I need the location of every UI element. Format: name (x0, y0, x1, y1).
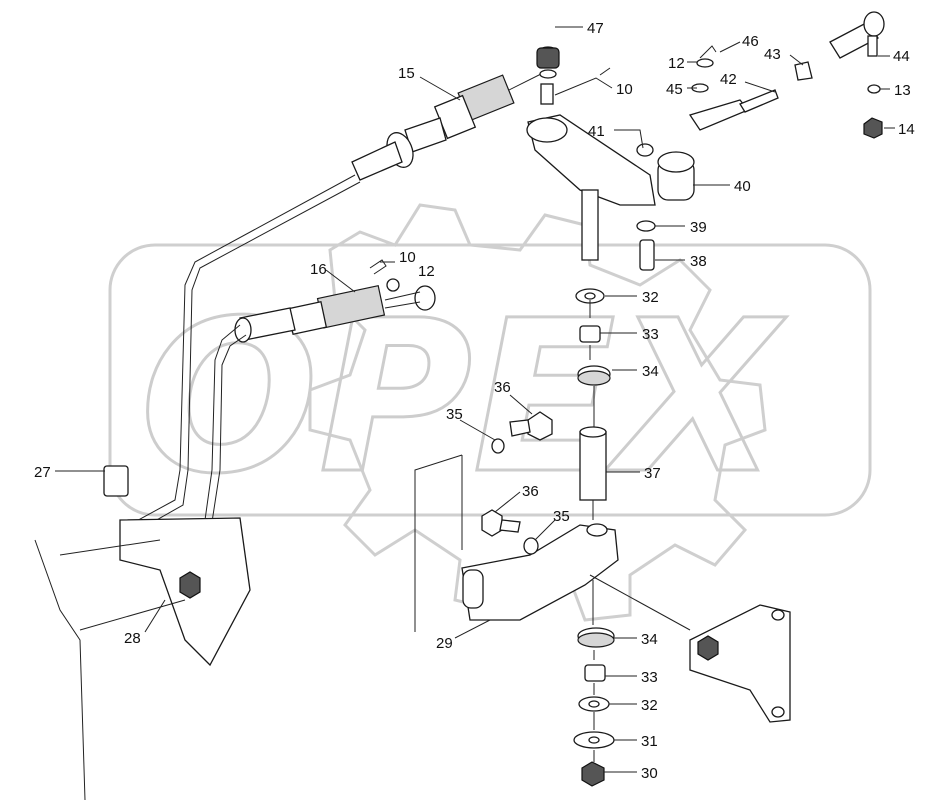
callout-15: 15 (398, 65, 415, 82)
callout-43: 43 (764, 46, 781, 63)
callout-45: 45 (666, 81, 683, 98)
cable-assembly-15 (119, 71, 546, 539)
callout-35-top: 35 (446, 406, 463, 423)
callout-46: 46 (742, 33, 759, 50)
shaft-stack (575, 288, 611, 520)
callout-34-top: 34 (642, 363, 659, 380)
bracket-29 (414, 454, 619, 632)
callout-36-bottom: 36 (522, 483, 539, 500)
watermark-text: OPEX (140, 275, 787, 520)
callout-39: 39 (690, 219, 707, 236)
opex-watermark: OPEX (108, 203, 872, 622)
callout-33-bottom: 33 (641, 669, 658, 686)
callout-37: 37 (644, 465, 661, 482)
callout-47: 47 (587, 20, 604, 37)
callout-42: 42 (720, 71, 737, 88)
callout-28: 28 (124, 630, 141, 647)
bracket-28 (34, 465, 251, 801)
callout-14: 14 (898, 121, 915, 138)
callout-32-bottom: 32 (641, 697, 658, 714)
callout-29: 29 (436, 635, 453, 652)
leader-lines (55, 26, 895, 773)
callout-32-top: 32 (642, 289, 659, 306)
callout-10-top: 10 (616, 81, 633, 98)
callout-30: 30 (641, 765, 658, 782)
callout-40: 40 (734, 178, 751, 195)
shifter-lever-40 (526, 11, 885, 271)
callout-44: 44 (893, 48, 910, 65)
lower-stack (573, 580, 615, 787)
callout-34-bottom: 34 (641, 631, 658, 648)
callout-13: 13 (894, 82, 911, 99)
callout-labels: 47 46 44 43 42 12 45 13 14 15 10 41 40 3… (34, 20, 915, 782)
callout-12-top: 12 (668, 55, 685, 72)
callout-36-top: 36 (494, 379, 511, 396)
callout-16: 16 (310, 261, 327, 278)
callout-33-top: 33 (642, 326, 659, 343)
callout-35-bottom: 35 (553, 508, 570, 525)
callout-27: 27 (34, 464, 51, 481)
callout-41: 41 (588, 123, 605, 140)
right-bracket (589, 574, 791, 723)
callout-31: 31 (641, 733, 658, 750)
callout-12-mid: 12 (418, 263, 435, 280)
callout-38: 38 (690, 253, 707, 270)
callout-10-mid: 10 (399, 249, 416, 266)
bolts-washers (481, 411, 553, 555)
